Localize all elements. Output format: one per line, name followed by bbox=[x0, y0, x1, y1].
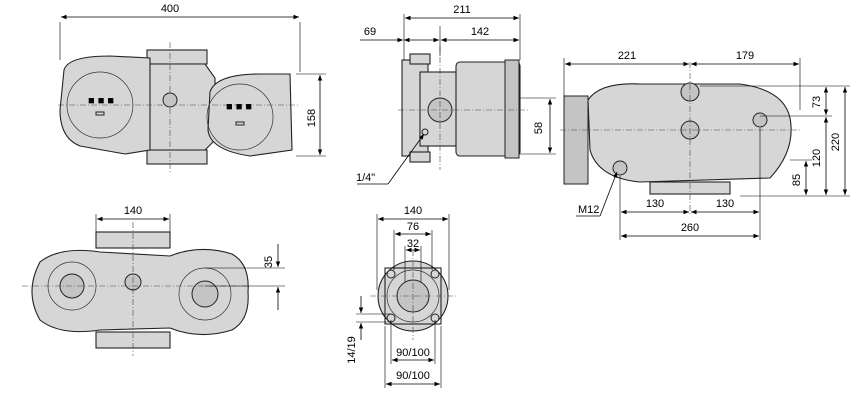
dim-side-body: 142 bbox=[441, 26, 519, 43]
dim-front-height: 158 bbox=[296, 73, 326, 157]
dim-label-85: 85 bbox=[791, 174, 803, 186]
dim-label-58: 58 bbox=[533, 122, 545, 134]
dim-side-offset: 69 bbox=[360, 26, 441, 56]
dim-flange-top: 140 76 32 bbox=[376, 205, 450, 290]
svg-text:■ ■ ■: ■ ■ ■ bbox=[226, 101, 252, 113]
dim-label-260: 260 bbox=[681, 222, 699, 234]
dim-label-130b: 130 bbox=[716, 198, 734, 210]
dim-label-211: 211 bbox=[453, 4, 471, 16]
dim-front-width: 400 bbox=[59, 3, 301, 72]
dim-top-width: 140 bbox=[95, 205, 171, 232]
front-view: ■ ■ ■ ■ ■ ■ bbox=[58, 42, 300, 172]
side-view bbox=[398, 46, 528, 170]
dim-right-bottom: 130 130 260 bbox=[619, 128, 761, 240]
dim-label-14-19: 14/19 bbox=[346, 336, 358, 364]
svg-text:■ ■ ■: ■ ■ ■ bbox=[88, 95, 114, 107]
dim-right-top: 221 179 bbox=[563, 50, 801, 110]
dim-label-76: 76 bbox=[407, 221, 419, 233]
callout-thread: 1/4" bbox=[356, 133, 425, 185]
dim-label-35: 35 bbox=[263, 256, 275, 268]
dim-label-flange-140: 140 bbox=[404, 205, 422, 217]
dim-label-120: 120 bbox=[811, 149, 823, 167]
dim-label-90-100-b: 90/100 bbox=[396, 370, 430, 382]
dim-side-height: 58 bbox=[520, 97, 556, 155]
dim-label-142: 142 bbox=[471, 26, 489, 38]
right-view bbox=[560, 62, 800, 214]
dim-label-32: 32 bbox=[407, 238, 419, 250]
dim-label-400: 400 bbox=[161, 3, 179, 15]
dim-label-221: 221 bbox=[618, 50, 636, 62]
dim-side-width: 211 bbox=[403, 4, 521, 60]
dim-label-thread: 1/4" bbox=[356, 172, 375, 184]
dim-top-offset: 35 bbox=[205, 244, 285, 310]
dim-label-220: 220 bbox=[830, 133, 842, 151]
dim-label-top-140: 140 bbox=[124, 205, 142, 217]
top-view bbox=[22, 222, 250, 356]
dim-flange-hole: 14/19 bbox=[346, 296, 390, 364]
dim-label-130a: 130 bbox=[646, 198, 664, 210]
dim-label-90-100-a: 90/100 bbox=[396, 347, 430, 359]
dim-label-179: 179 bbox=[736, 50, 754, 62]
callout-bolt: M12 bbox=[576, 171, 618, 217]
dim-right-vertical: 73 220 120 85 bbox=[700, 85, 850, 197]
flange-view bbox=[370, 250, 456, 340]
dim-label-69: 69 bbox=[364, 26, 376, 38]
dim-label-158: 158 bbox=[306, 109, 318, 127]
dim-label-73: 73 bbox=[811, 96, 823, 108]
dim-label-m12: M12 bbox=[578, 204, 599, 216]
dim-flange-pcd: 90/100 90/100 bbox=[384, 320, 442, 388]
